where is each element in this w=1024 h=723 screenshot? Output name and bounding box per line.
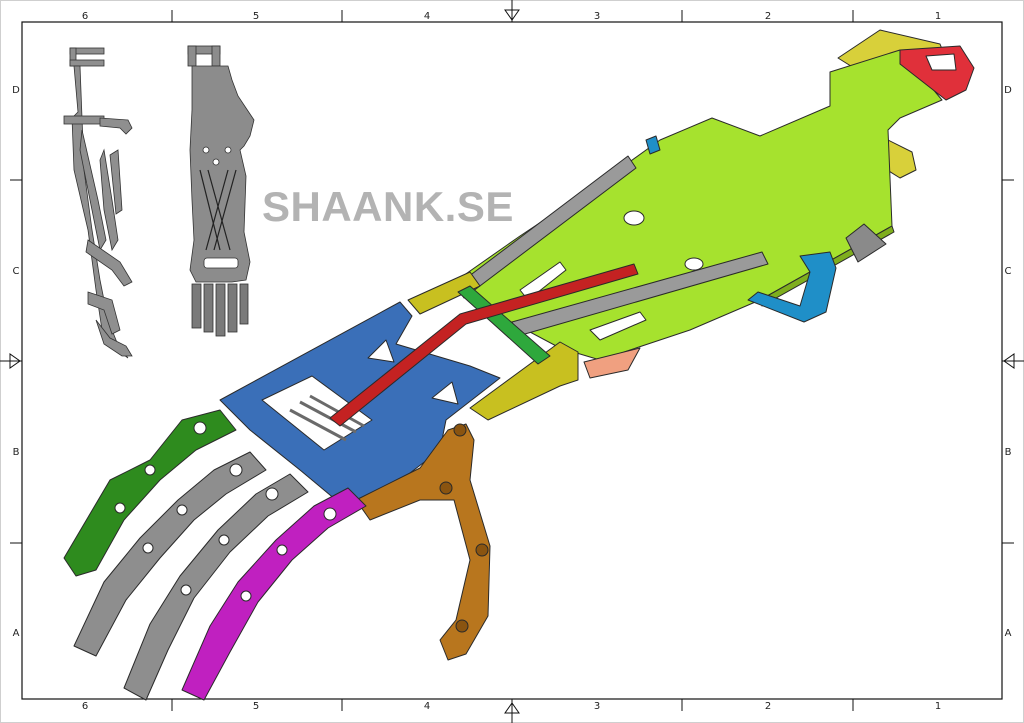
forearm-strap-cyan	[747, 251, 837, 323]
side-view-drawing	[63, 47, 133, 359]
index-finger	[63, 409, 237, 577]
column-label: 1	[935, 701, 941, 712]
row-label: A	[13, 628, 20, 639]
column-label: 3	[594, 701, 600, 712]
palm-cutout	[261, 375, 373, 451]
wrist-link-yellow-lower	[469, 341, 579, 421]
tendon-rod-red	[329, 263, 639, 427]
ring-finger	[123, 473, 309, 701]
red-end-cap	[899, 45, 975, 101]
forearm-slot	[589, 311, 647, 341]
row-label: B	[13, 447, 20, 458]
column-label: 6	[82, 11, 88, 22]
pinky-finger	[181, 487, 367, 701]
watermark-text: SHAANK.SE	[262, 183, 514, 230]
forearm-hole	[684, 257, 704, 271]
wrist-bracket-green	[457, 285, 551, 365]
arm-assembly-3d	[63, 29, 975, 701]
column-label: 1	[935, 11, 941, 22]
column-label: 6	[82, 701, 88, 712]
row-labels-left: D C B A	[12, 85, 20, 639]
palm-cutout	[431, 381, 459, 405]
row-label: D	[12, 85, 20, 96]
column-label: 4	[424, 11, 430, 22]
salmon-tab	[583, 347, 641, 379]
column-label: 4	[424, 701, 430, 712]
column-label: 3	[594, 11, 600, 22]
column-labels-bottom: 6 5 4 3 2 1	[82, 701, 941, 712]
front-view-drawing	[187, 45, 255, 337]
mount-bracket	[845, 223, 887, 263]
row-label: B	[1005, 447, 1012, 458]
forearm-hole	[623, 210, 645, 226]
row-labels-right: D C B A	[1004, 85, 1012, 639]
middle-finger	[73, 451, 267, 657]
column-label: 5	[253, 11, 259, 22]
palm-cutout	[367, 339, 395, 363]
column-label: 5	[253, 701, 259, 712]
column-label: 2	[765, 701, 771, 712]
column-label: 2	[765, 11, 771, 22]
wrist-link-yellow	[407, 271, 481, 315]
column-labels-top: 6 5 4 3 2 1	[82, 11, 941, 22]
row-label: A	[1005, 628, 1012, 639]
forearm-plate	[459, 49, 943, 361]
row-label: D	[1004, 85, 1012, 96]
cyan-tab	[645, 135, 661, 155]
row-label: C	[1005, 266, 1012, 277]
row-label: C	[13, 266, 20, 277]
